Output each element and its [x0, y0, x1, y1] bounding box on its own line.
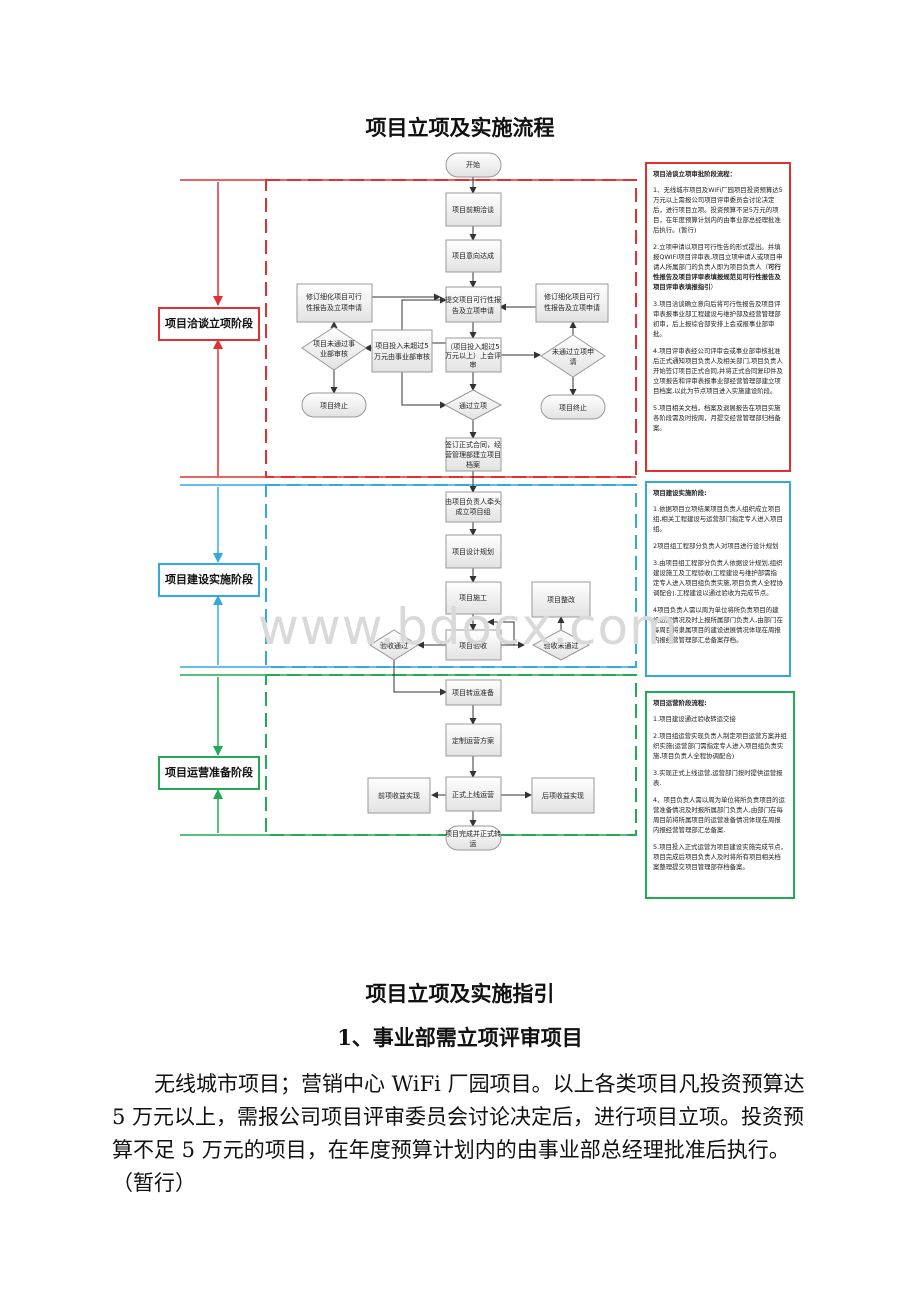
node-label: 项目投入未超过5	[375, 341, 428, 350]
node-label: 由项目负责人牵头	[445, 497, 501, 506]
node-label: 请	[570, 357, 577, 366]
node-label: 定制运营方案	[452, 736, 494, 745]
section-heading: 1、事业部需立项评审项目	[337, 1025, 583, 1050]
stage-construction: 项目建设实施阶段	[158, 563, 260, 597]
node-label: 项目施工	[459, 593, 487, 602]
node-label: 项目验收	[459, 641, 487, 650]
node-label: 提交项目可行性报	[445, 295, 501, 304]
node-label: 营管理部建立项目	[445, 450, 501, 459]
decision-accepted	[369, 629, 419, 661]
node-design-plan	[445, 534, 502, 569]
stage-negotiation: 项目洽谈立项阶段	[158, 307, 260, 341]
node-label: 审	[470, 360, 477, 369]
node-intent-reached	[445, 239, 502, 273]
node-label: 万元以上）上会评	[445, 351, 501, 360]
box-paragraph: 2项目组工程部分负责人对项目进行设计规划	[653, 542, 779, 550]
terminate-left	[301, 392, 367, 418]
end-node	[445, 825, 502, 851]
node-post-revenue	[531, 777, 595, 814]
node-revise-right	[535, 283, 609, 323]
stage-operation: 项目运营准备阶段	[158, 756, 260, 790]
stage-lines	[180, 179, 636, 836]
node-label: 修订细化项目可行	[544, 292, 600, 301]
box-title: 项目运营阶段流程:	[653, 699, 707, 707]
node-label: 签订正式合同，经	[445, 440, 501, 449]
node-label: 项目意向达成	[452, 251, 494, 260]
box-paragraph: 2.项目组运营实现负责人制定项目运营方案并组织实施(运营部门需指定专人进入项目组…	[653, 732, 787, 760]
start-label: 开始	[466, 160, 480, 169]
box-paragraph: 3.由项目组工程部分负责人依据设计规划,组织建设施工及工程验收(工程建设与维护部…	[653, 559, 783, 597]
node-submit-feasibility	[445, 286, 502, 323]
node-label: 项目前期洽谈	[452, 205, 494, 214]
box-paragraph: 5.项目投入正式运营为项目建设实施完成节点，项目完成后项目负责人及时将所有项目相…	[653, 843, 787, 871]
box-paragraph: 4、项目负责人需以周为单位将所负责项目的运营准备情况及时报所属部门负责人,由部门…	[653, 796, 785, 834]
decision-approval-fail	[540, 334, 606, 378]
decision-approved	[443, 389, 503, 421]
box-paragraph: 1.依据项目立项结果项目负责人组织成立项目组,相关工程建设与运营部门指定专人进入…	[653, 505, 783, 533]
box-title: 项目建设实施阶段:	[653, 489, 707, 497]
node-operation-plan	[445, 723, 502, 757]
node-label: 验收通过	[380, 641, 408, 650]
explain-box-negotiation: 项目洽谈立项审批阶段流程： 1、无线城市项目及WiFi厂园项目投资预算达5万元以…	[645, 162, 791, 472]
decision-division-fail	[301, 326, 367, 371]
node-label: 档案	[466, 460, 480, 469]
start-node	[445, 152, 502, 178]
node-sign-contract	[445, 437, 502, 472]
flow-title: 项目立项及实施流程	[365, 115, 555, 140]
node-label: 项目未通过事	[313, 339, 355, 348]
node-handover	[445, 679, 502, 706]
node-label: 项目终止	[559, 403, 587, 412]
watermark: www.bdocx.com	[258, 598, 679, 656]
node-label: 性报告及立项申请	[306, 303, 362, 312]
node-label: 后项收益实现	[542, 791, 584, 800]
node-label: 成立项目组	[456, 507, 491, 516]
process-flowchart: 开始 项目前期洽谈 项目意向达成 提交项目可行性报 告及立项申请 （项目投入超过…	[180, 152, 637, 851]
box-paragraph: 4.项目评审表经公司评审会或事业部审核批准后正式通知项目负责人及相关部门,项目负…	[653, 347, 783, 395]
node-go-live	[445, 776, 502, 812]
node-label: 项目完成并正式转	[445, 829, 501, 838]
node-label: 修订细化项目可行	[306, 292, 362, 301]
box-paragraph: 3.实现正式上线运营,运营部门按时提供运营报表.	[653, 769, 783, 787]
node-form-team	[445, 491, 502, 523]
explain-box-operation: 项目运营阶段流程: 1.项目建设通过验收转运交接 2.项目组运营实现负责人制定项…	[645, 691, 795, 899]
node-rectify	[531, 581, 591, 618]
node-construction	[445, 581, 502, 615]
node-label: 运	[470, 840, 477, 848]
box-paragraph: 2.立项申请以项目可行性告的形式提出。并填报QWIFI项目评审表,项目立项申请人…	[653, 243, 783, 291]
box-paragraph: 4项目负责人需以周为单位将所负责项目的建设进展情况及时上报所属部门负责人,由部门…	[653, 606, 783, 644]
node-label: （项目投入超过5	[446, 342, 499, 351]
node-label: 业部审核	[320, 349, 348, 358]
guide-title: 项目立项及实施指引	[365, 981, 555, 1006]
phase2-frame	[265, 484, 637, 668]
node-pre-revenue	[367, 777, 431, 814]
node-early-negotiation	[445, 192, 502, 227]
node-label: 项目转运准备	[452, 688, 494, 697]
node-label: 项目整改	[547, 595, 575, 604]
node-label: 正式上线运营	[452, 790, 494, 799]
node-committee-review	[445, 337, 502, 373]
box-paragraph: 5.项目相关文档，档案及退展报告在项目实施各阶段需及时按周，月提交经营管理部归档…	[653, 404, 781, 432]
box-title: 项目洽谈立项审批阶段流程：	[653, 170, 737, 178]
node-revise-left	[296, 283, 373, 323]
box-paragraph: 3.项目洽谈确立意向后将可行性报告及项目评审表报事业部工程建设与维护部及经营管理…	[653, 300, 781, 338]
box-paragraph: 1.项目建设通过验收转运交接	[653, 715, 736, 723]
node-label: 性报告及立项申请	[544, 303, 600, 312]
phase1-frame	[265, 179, 637, 478]
node-label: 项目设计规划	[452, 547, 494, 556]
node-label: 项目终止	[320, 401, 348, 410]
node-label: 未通过立项申	[552, 347, 594, 356]
terminate-right	[540, 394, 606, 420]
node-label: 验收未通过	[544, 641, 579, 650]
node-label: 通过立项	[459, 401, 487, 410]
explain-box-construction: 项目建设实施阶段: 1.依据项目立项结果项目负责人组织成立项目组,相关工程建设与…	[645, 481, 791, 677]
node-label: 前项收益实现	[378, 791, 420, 800]
node-label: 万元由事业部审核	[374, 352, 430, 361]
node-acceptance	[445, 629, 502, 661]
body-paragraph: 无线城市项目；营销中心 WiFi 厂园项目。以上各类项目凡投资预算达 5 万元以…	[112, 1072, 805, 1195]
node-division-review	[371, 329, 433, 373]
box-paragraph: 1、无线城市项目及WiFi厂园项目投资预算达5万元以上需报公司项目评审委员会讨论…	[653, 186, 783, 234]
decision-not-accepted	[531, 629, 591, 661]
node-label: 告及立项申请	[452, 306, 494, 315]
